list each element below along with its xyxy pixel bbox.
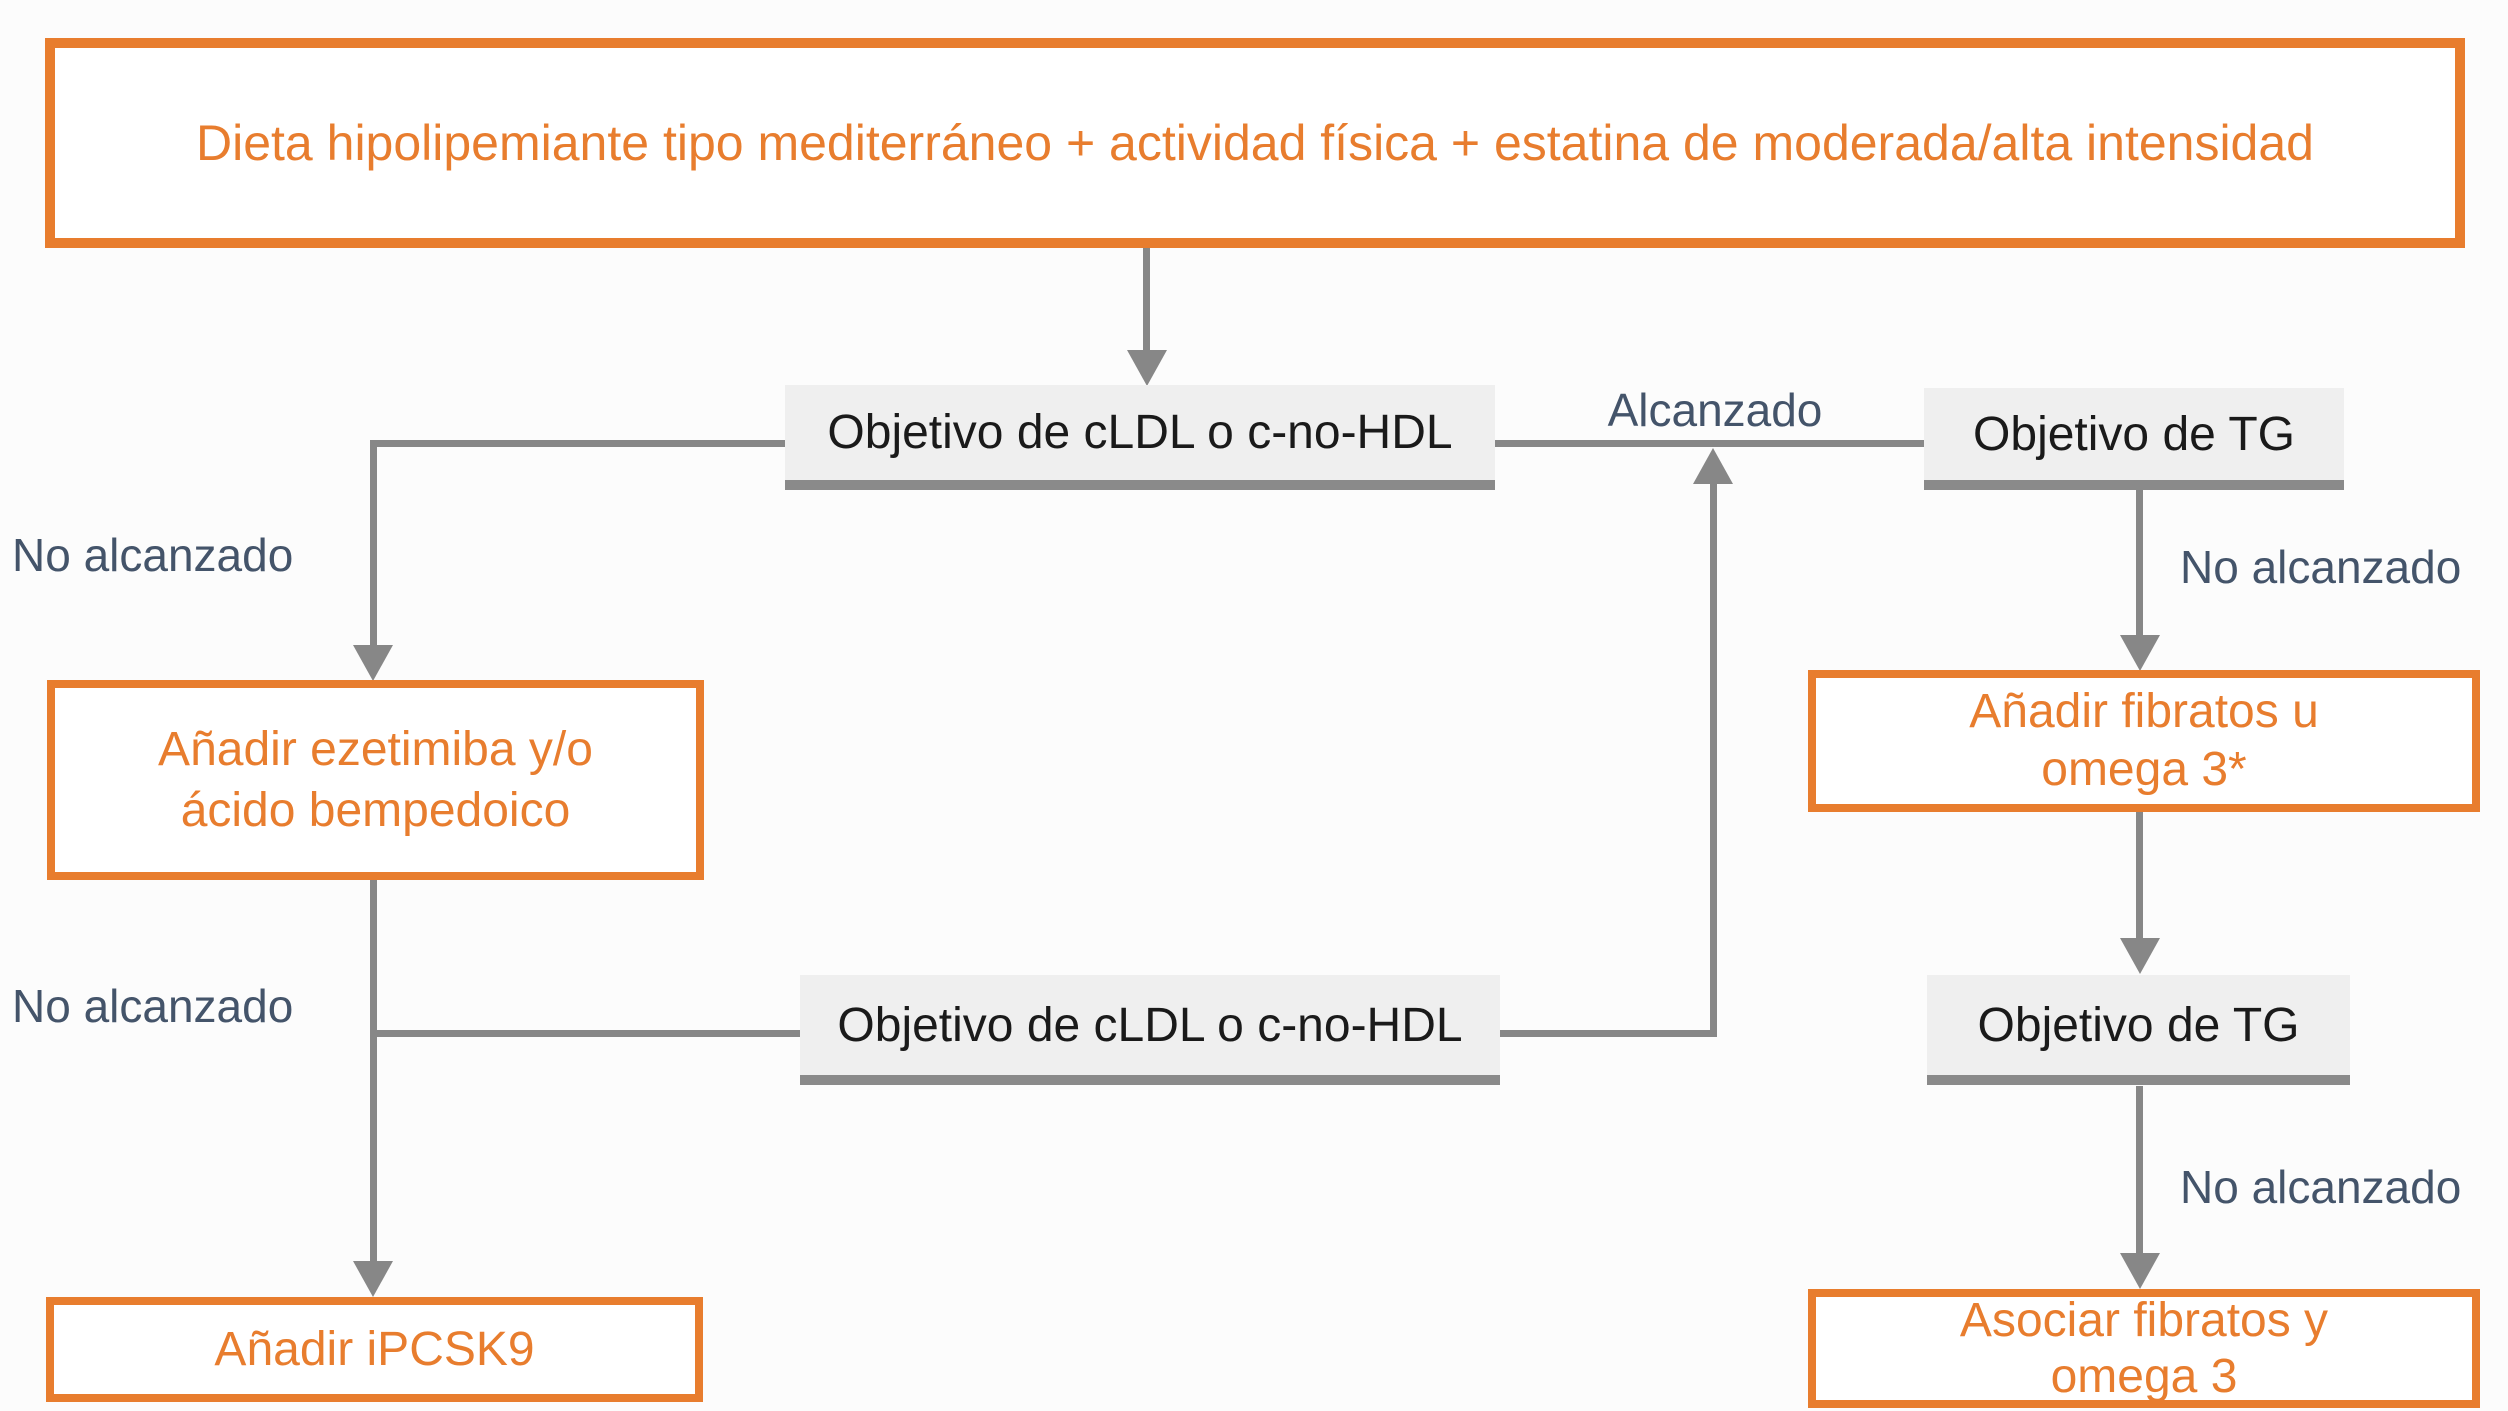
arrowhead-down-ezetimibe <box>353 645 393 681</box>
node-label: Añadir ezetimiba y/o ácido bempedoico <box>158 722 593 837</box>
connector-fibrates-to-tg2 <box>2136 810 2143 941</box>
connector-left-down-1 <box>370 440 377 648</box>
connector-achieved <box>1493 440 1926 447</box>
node-add-ipcsk9: Añadir iPCSK9 <box>46 1297 703 1402</box>
node-label: Objetivo de cLDL o c-no-HDL <box>827 406 1453 459</box>
connector-tg2-down <box>2136 1086 2143 1256</box>
node-add-fibrates: Añadir fibratos u omega 3* <box>1808 670 2480 812</box>
node-ldl-goal-1: Objetivo de cLDL o c-no-HDL <box>785 385 1495 490</box>
arrowhead-down-baseline <box>1127 350 1167 386</box>
node-tg-goal-2: Objetivo de TG <box>1927 975 2350 1085</box>
node-add-ezetimibe: Añadir ezetimiba y/o ácido bempedoico <box>47 680 704 880</box>
node-label: Objetivo de TG <box>1977 998 2300 1052</box>
arrowhead-up-achieved <box>1693 448 1733 484</box>
arrowhead-down-ipcsk9 <box>353 1261 393 1297</box>
edge-label-achieved: Alcanzado <box>1607 384 1823 436</box>
node-label: Objetivo de TG <box>1973 407 2295 461</box>
connector-ldl2-up <box>1710 482 1717 1034</box>
node-baseline-therapy: Dieta hipolipemiante tipo mediterráneo +… <box>45 38 2465 248</box>
arrowhead-down-tg2 <box>2120 938 2160 974</box>
node-label: Objetivo de cLDL o c-no-HDL <box>837 998 1463 1052</box>
edge-label-not-achieved-ldl-1: No alcanzado <box>12 529 294 581</box>
connector-baseline-to-ldl1 <box>1143 248 1150 352</box>
connector-left-to-ldl2 <box>370 1030 804 1037</box>
edge-label-not-achieved-tg-1: No alcanzado <box>2180 541 2462 593</box>
connector-ezetimibe-to-ipcsk9 <box>370 878 377 1264</box>
edge-label-not-achieved-tg-2: No alcanzado <box>2180 1161 2462 1213</box>
arrowhead-down-fibrates <box>2120 635 2160 671</box>
node-label: Añadir fibratos u omega 3* <box>1969 685 2319 796</box>
node-combine-fibrates: Asociar fibratos y omega 3 <box>1808 1289 2480 1408</box>
connector-ldl1-left <box>370 440 792 447</box>
connector-ldl2-right <box>1496 1030 1717 1037</box>
node-label: Asociar fibratos y omega 3 <box>1959 1294 2329 1403</box>
node-ldl-goal-2: Objetivo de cLDL o c-no-HDL <box>800 975 1500 1085</box>
node-label: Dieta hipolipemiante tipo mediterráneo +… <box>196 115 2314 171</box>
connector-tg1-down <box>2136 486 2143 638</box>
node-tg-goal-1: Objetivo de TG <box>1924 388 2344 490</box>
edge-label-not-achieved-ldl-2: No alcanzado <box>12 980 294 1032</box>
arrowhead-down-combine <box>2120 1253 2160 1289</box>
node-label: Añadir iPCSK9 <box>214 1322 535 1376</box>
